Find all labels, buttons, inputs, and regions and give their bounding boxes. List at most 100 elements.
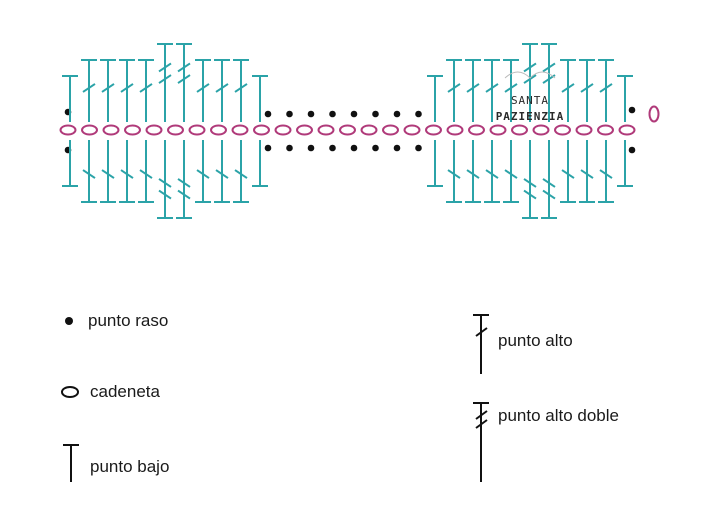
- watermark-line1: SANTA: [511, 94, 549, 107]
- chain-stitch: [403, 124, 421, 136]
- double-crochet-symbol: [503, 140, 519, 203]
- legend-slip-stitch: punto raso: [60, 310, 168, 332]
- slip-stitch: [415, 144, 422, 152]
- treble-crochet-icon: [473, 402, 489, 482]
- double-crochet-symbol: [579, 59, 595, 122]
- chain-stitch: [575, 124, 593, 136]
- double-crochet-symbol: [233, 140, 249, 203]
- treble-crochet-symbol: [157, 43, 173, 122]
- single-crochet-symbol: [427, 140, 443, 187]
- chain-stitch: [317, 124, 335, 136]
- chain-stitch: [382, 124, 399, 136]
- double-crochet-symbol: [100, 140, 116, 203]
- turning-chain: [648, 105, 660, 123]
- slip-stitch: [372, 110, 379, 118]
- watermark-wings-icon: [504, 71, 556, 79]
- watermark: SANTA PAZIENZIA: [496, 71, 563, 123]
- double-crochet-symbol: [598, 140, 614, 203]
- treble-crochet-symbol: [541, 140, 557, 219]
- double-crochet-symbol: [81, 59, 97, 122]
- chain-stitch: [618, 124, 636, 136]
- double-crochet-symbol: [598, 59, 614, 122]
- slip-stitch: [307, 144, 315, 152]
- chain-stitch: [489, 124, 507, 136]
- chain-stitch: [425, 124, 442, 136]
- slip-stitch: [286, 144, 293, 152]
- chain-stitch: [81, 124, 98, 136]
- double-crochet-symbol: [214, 59, 230, 122]
- treble-crochet-symbol: [176, 140, 192, 219]
- slip-stitch: [628, 146, 636, 154]
- slip-stitch: [415, 110, 422, 118]
- single-crochet-icon: [63, 444, 79, 482]
- double-crochet-symbol: [465, 140, 481, 203]
- stitch-fans: [62, 43, 633, 219]
- treble-crochet-symbol: [176, 43, 192, 122]
- single-crochet-symbol: [252, 75, 268, 122]
- double-crochet-icon: [473, 314, 489, 374]
- chain-stitch: [145, 124, 163, 136]
- double-crochet-symbol: [560, 140, 576, 203]
- double-crochet-symbol: [579, 140, 595, 203]
- legend-double-crochet: punto alto: [470, 312, 573, 376]
- slip-stitch: [264, 144, 272, 152]
- legend-chain: cadeneta: [60, 381, 160, 403]
- slip-stitch: [307, 110, 315, 118]
- slip-stitch: [628, 106, 636, 114]
- double-crochet-symbol: [446, 140, 462, 203]
- double-crochet-symbol: [503, 59, 519, 122]
- chain-stitch: [59, 124, 77, 136]
- double-crochet-symbol: [484, 140, 500, 203]
- single-crochet-symbol: [617, 140, 633, 187]
- double-crochet-symbol: [214, 140, 230, 203]
- chain-stitch: [167, 124, 184, 136]
- chain-stitch: [532, 124, 550, 136]
- double-crochet-symbol: [138, 140, 154, 203]
- double-crochet-symbol: [195, 59, 211, 122]
- treble-crochet-symbol: [157, 140, 173, 219]
- double-crochet-symbol: [100, 59, 116, 122]
- legend-treble-crochet: punto alto doble: [470, 400, 619, 484]
- chain-stitch: [124, 124, 141, 136]
- double-crochet-symbol: [119, 140, 135, 203]
- double-crochet-symbol: [233, 59, 249, 122]
- chain-stitch: [446, 124, 464, 136]
- chain-stitch: [102, 124, 120, 136]
- chain-stitch: [188, 124, 206, 136]
- slip-stitch: [264, 110, 272, 118]
- treble-crochet-symbol: [522, 43, 538, 122]
- chain-stitch: [360, 124, 378, 136]
- slip-stitch: [329, 144, 336, 152]
- crochet-chart: SANTA PAZIENZIA: [59, 43, 660, 219]
- slip-stitch: [350, 110, 358, 118]
- double-crochet-symbol: [484, 59, 500, 122]
- slip-stitch: [329, 110, 336, 118]
- chain-stitch: [468, 124, 485, 136]
- legend-label-chain: cadeneta: [90, 382, 160, 401]
- chain-stitch: [339, 124, 356, 136]
- double-crochet-symbol: [81, 140, 97, 203]
- chain-stitch: [296, 124, 313, 136]
- chain-icon: [61, 386, 79, 398]
- chain-stitch: [597, 124, 614, 136]
- chain-stitch: [253, 124, 270, 136]
- single-crochet-symbol: [62, 140, 78, 187]
- chain-stitch: [231, 124, 249, 136]
- chain-stitch: [210, 124, 227, 136]
- slip-stitch-icon: [65, 317, 73, 325]
- single-crochet-symbol: [617, 75, 633, 122]
- double-crochet-symbol: [446, 59, 462, 122]
- slip-stitch: [372, 144, 379, 152]
- slip-stitch: [393, 144, 401, 152]
- double-crochet-symbol: [119, 59, 135, 122]
- legend-label-treble-crochet: punto alto doble: [498, 406, 619, 425]
- chain-stitch: [274, 124, 292, 136]
- double-crochet-symbol: [138, 59, 154, 122]
- legend-label-double-crochet: punto alto: [498, 331, 573, 350]
- slip-stitch: [393, 110, 401, 118]
- chain-stitch: [511, 124, 528, 136]
- single-crochet-symbol: [252, 140, 268, 187]
- legend-label-single-crochet: punto bajo: [90, 457, 170, 476]
- slip-stitch: [350, 144, 358, 152]
- double-crochet-symbol: [195, 140, 211, 203]
